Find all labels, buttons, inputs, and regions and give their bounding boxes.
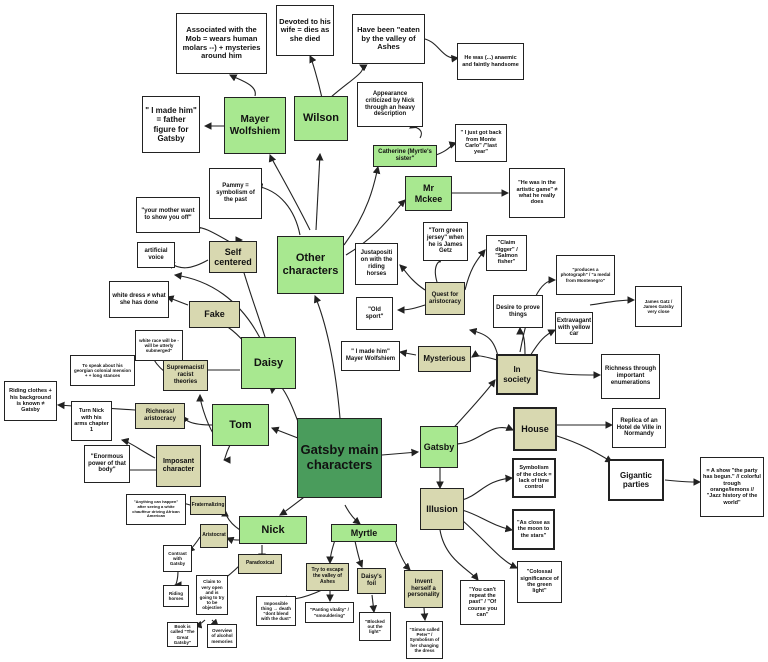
- node-desire-prove: Desire to prove things: [493, 295, 543, 328]
- note-blocked: "Blocked out the light": [359, 612, 391, 641]
- note-appearance: Appearance criticized by Nick through an…: [357, 82, 423, 127]
- node-other-characters: Other characters: [277, 236, 344, 294]
- note-turn-nick: Turn Nick with his arms chapter 1: [71, 401, 112, 441]
- node-supremacist: Supremacist/ racist theories: [163, 360, 208, 391]
- note-eaten-ashes: Have been "eaten by the valley of Ashes: [352, 14, 425, 64]
- node-fraternalizing: Fraternalizing: [190, 496, 226, 515]
- note-claim-digger: "Claim digger" / "Salmon fisher": [486, 235, 527, 271]
- note-monte-carlo: " I just got back from Monte Carlo" /"la…: [455, 124, 507, 162]
- note-panting: "Panting vitality" / "smouldering": [305, 602, 354, 623]
- node-main-characters: Gatsby main characters: [297, 418, 382, 498]
- note-i-made-him: " I made him" Mayer Wolfshiem: [341, 341, 400, 371]
- note-produces-photo: "produces a photograph" / "a medal from …: [556, 255, 615, 295]
- note-artificial-voice: artificial voice: [137, 242, 175, 268]
- note-james-gatz: James Gatz / James Gatsby very close: [635, 286, 682, 327]
- node-extravagant: Extravagant with yellow car: [555, 312, 593, 344]
- node-daisys-foil: Daisy's foil: [357, 568, 386, 594]
- note-anaemic: He was (...) anaemic and faintly handsom…: [457, 43, 524, 80]
- node-aristocrat: Aristocrat: [200, 524, 228, 548]
- node-imposant-character: Imposant character: [156, 445, 201, 487]
- node-nick: Nick: [239, 516, 307, 544]
- note-anything-happen: "Anything can happen" after seeing a whi…: [126, 494, 186, 525]
- note-simon-peter: "Simon called Peter" / Symbolism of her …: [406, 621, 443, 659]
- node-daisy: Daisy: [241, 337, 296, 389]
- note-old-sport: "Old sport": [356, 297, 393, 330]
- note-georgian: To speak about his georgian colonial men…: [70, 355, 135, 386]
- note-your-mother: "your mother want to show you off": [136, 197, 200, 233]
- note-made-him-father: " I made him" = father figure for Gatsby: [142, 96, 200, 153]
- note-devoted: Devoted to his wife = dies as she died: [276, 5, 334, 56]
- note-colossal: "Colossal significance of the green ligh…: [517, 561, 562, 603]
- note-cant-repeat: "You can't repeat the past" / "Of course…: [460, 580, 505, 625]
- note-artistic-game: "He was in the artistic game" ≠ what he …: [509, 168, 565, 218]
- note-book-called: Book is called "The Great Gatsby": [167, 622, 198, 647]
- node-in-society: In society: [496, 354, 538, 395]
- note-enormous: "Enormous power of that body": [84, 445, 130, 483]
- note-justaposition: Justapositi on with the riding horses: [355, 243, 398, 285]
- node-house: House: [513, 407, 557, 451]
- note-contrast: Contrast with Gatsby: [163, 545, 192, 572]
- node-gigantic-parties: Gigantic parties: [608, 459, 664, 501]
- note-white-race: white race will be - will be utterly sub…: [135, 330, 183, 361]
- node-mr-mckee: Mr Mckee: [405, 176, 452, 211]
- note-pammy: Pammy = symbolism of the past: [209, 168, 262, 219]
- note-close-moon: "As close as the moon to the stars": [512, 509, 555, 550]
- node-catherine: Catherine (Myrtle's sister": [373, 145, 437, 167]
- node-try-escape: Try to escape the valley of Ashes: [306, 563, 349, 591]
- note-impossible: Impossible thing → death "dont blend wit…: [256, 596, 296, 626]
- note-riding-clothes: Riding clothes + his background is known…: [4, 381, 57, 421]
- node-tom: Tom: [212, 404, 269, 446]
- node-fake: Fake: [189, 301, 240, 328]
- node-self-centered: Self centered: [209, 241, 257, 273]
- note-mob: Associated with the Mob = wears human mo…: [176, 13, 267, 74]
- note-show: = A show "the party has begun." // color…: [700, 457, 764, 517]
- node-gatsby: Gatsby: [420, 426, 458, 468]
- note-white-dress: white dress ≠ what she has done: [109, 281, 169, 318]
- node-mysterious: Mysterious: [418, 346, 471, 372]
- note-torn-jersey: "Torn green jersey" when he is James Get…: [423, 222, 468, 261]
- note-claim-open: Claim to very open and is going to try t…: [196, 575, 228, 615]
- node-mayer-wolfshiem: Mayer Wolfshiem: [224, 97, 286, 154]
- node-richness-aristocracy: Richness/ aristocracy: [135, 403, 185, 429]
- note-replica: Replica of an Hotel de Ville in Normandy: [612, 408, 666, 448]
- node-wilson: Wilson: [294, 96, 348, 141]
- node-paradoxical: Paradoxical: [238, 554, 282, 574]
- node-quest-aristocracy: Quest for aristocracy: [425, 282, 465, 315]
- node-myrtle: Myrtle: [331, 524, 397, 542]
- node-illusion: Illusion: [420, 488, 464, 530]
- note-richness-enumerations: Richness through important enumerations: [601, 354, 660, 399]
- note-overview: Overview of alcohol memories: [207, 624, 237, 648]
- note-riding-horses-nick: Riding horses: [163, 585, 189, 607]
- note-symbolism-clock: Symbolism of the clock = lack of time co…: [512, 458, 556, 498]
- node-invent-herself: Invent herself a personality: [404, 570, 443, 608]
